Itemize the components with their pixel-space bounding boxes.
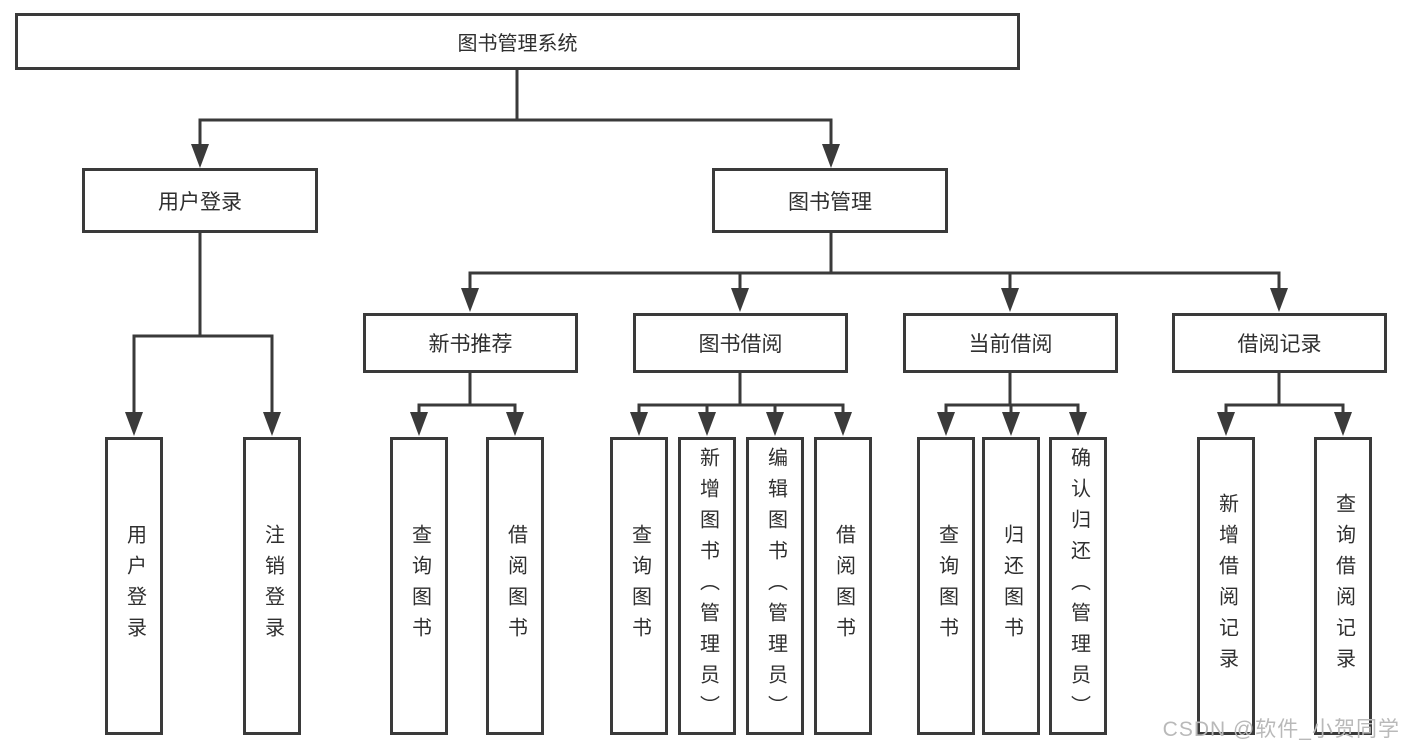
leaf-query-borrow-record: 查询借阅记录	[1314, 437, 1372, 735]
leaf-add-borrow-record-label: 新增借阅记录	[1215, 493, 1238, 679]
leaf-confirm-return-admin-label: 确认归还（管理员）	[1067, 446, 1090, 726]
csdn-watermark: CSDN @软件_小贺同学	[1162, 718, 1400, 741]
connector-root-to-level2	[191, 70, 840, 168]
leaf-newbooks-query-books-label: 查询图书	[408, 524, 431, 648]
leaf-newbooks-borrow-books-label: 借阅图书	[504, 524, 527, 648]
connector-book-borrow-children	[630, 373, 852, 436]
leaf-edit-book-admin-label: 编辑图书（管理员）	[764, 446, 787, 726]
node-borrow-records: 借阅记录	[1172, 313, 1387, 373]
leaf-user-login: 用户登录	[105, 437, 163, 735]
node-root-library-system: 图书管理系统	[15, 13, 1020, 70]
node-current-borrow: 当前借阅	[903, 313, 1118, 373]
leaf-confirm-return-admin: 确认归还（管理员）	[1049, 437, 1107, 735]
node-new-book-recommend: 新书推荐	[363, 313, 578, 373]
node-book-management: 图书管理	[712, 168, 948, 233]
leaf-query-borrow-record-label: 查询借阅记录	[1332, 493, 1355, 679]
leaf-return-books-label: 归还图书	[1000, 524, 1023, 648]
leaf-add-borrow-record: 新增借阅记录	[1197, 437, 1255, 735]
connector-new-books-children	[410, 373, 524, 436]
leaf-logout-label: 注销登录	[261, 524, 284, 648]
leaf-current-query-books-label: 查询图书	[935, 524, 958, 648]
connector-borrow-records-children	[1217, 373, 1352, 436]
node-user-login: 用户登录	[82, 168, 318, 233]
node-book-borrow: 图书借阅	[633, 313, 848, 373]
leaf-borrow-query-books: 查询图书	[610, 437, 668, 735]
leaf-newbooks-borrow-books: 借阅图书	[486, 437, 544, 735]
leaf-borrow-query-books-label: 查询图书	[628, 524, 651, 648]
leaf-logout: 注销登录	[243, 437, 301, 735]
leaf-return-books: 归还图书	[982, 437, 1040, 735]
leaf-borrow-books: 借阅图书	[814, 437, 872, 735]
leaf-current-query-books: 查询图书	[917, 437, 975, 735]
leaf-user-login-label: 用户登录	[123, 524, 146, 648]
leaf-add-book-admin: 新增图书（管理员）	[678, 437, 736, 735]
connector-book-mgmt-to-level3	[461, 233, 1288, 312]
connector-user-login-children	[125, 233, 281, 436]
leaf-add-book-admin-label: 新增图书（管理员）	[696, 446, 719, 726]
leaf-edit-book-admin: 编辑图书（管理员）	[746, 437, 804, 735]
leaf-newbooks-query-books: 查询图书	[390, 437, 448, 735]
leaf-borrow-books-label: 借阅图书	[832, 524, 855, 648]
connector-current-borrow-children	[937, 373, 1087, 436]
